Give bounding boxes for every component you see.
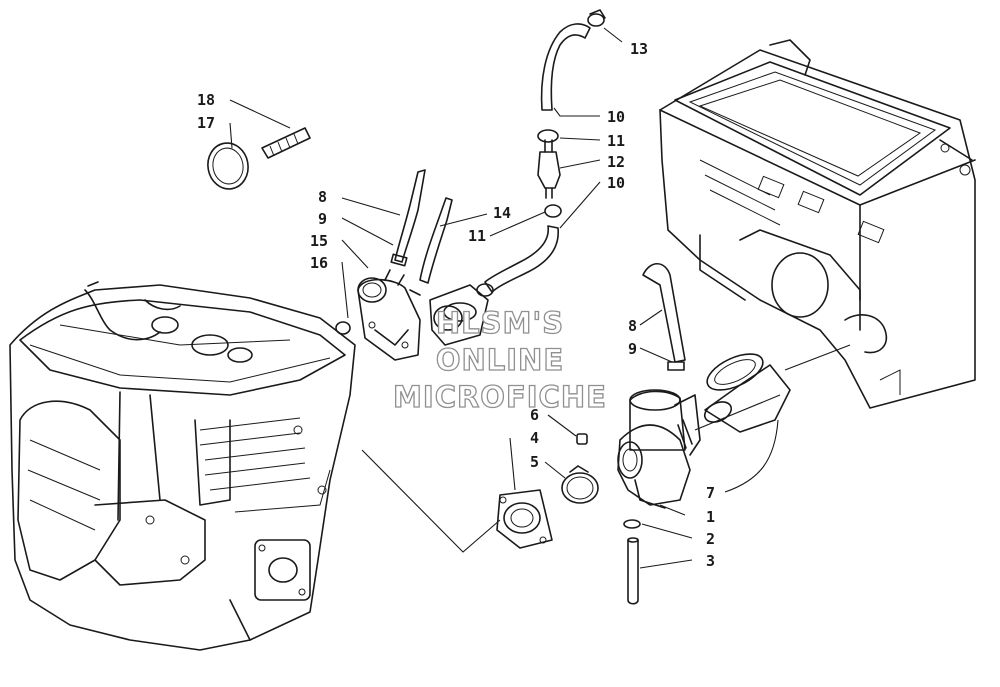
pump-cover [429, 284, 489, 346]
leader-2 [641, 523, 693, 539]
callout-5: 5 [530, 453, 539, 471]
watermark-line-3: MICROFICHE [392, 379, 607, 414]
air-box-assembly [659, 39, 976, 409]
callout-2: 2 [706, 530, 715, 548]
threaded-stud [261, 127, 311, 159]
leader-8b [639, 309, 663, 326]
leader-16 [341, 261, 349, 319]
watermark-line-1: HLSM'S [435, 305, 565, 340]
leader-11b [489, 211, 546, 237]
leader-13 [603, 27, 623, 43]
clamp-9-left [390, 253, 408, 267]
callout-1: 1 [706, 508, 715, 526]
leader-17 [229, 122, 233, 149]
callout-10b: 10 [607, 174, 625, 192]
carburetor [617, 389, 701, 509]
mount-reference-line [361, 449, 501, 553]
leader-8a [341, 197, 401, 216]
drain-hose [627, 537, 639, 605]
callout-16: 16 [310, 254, 328, 272]
callout-8b: 8 [628, 317, 637, 335]
watermark-line-2: ONLINE [435, 342, 565, 377]
callout-18: 18 [197, 91, 215, 109]
callout-10a: 10 [607, 108, 625, 126]
leader-11a [559, 137, 601, 141]
vent-hose-14 [419, 197, 453, 284]
intake-flange [496, 489, 553, 549]
leader-9b [639, 347, 673, 363]
callout-11a: 11 [607, 132, 625, 150]
intake-boot [703, 344, 851, 433]
callout-9a: 9 [318, 210, 327, 228]
leader-5 [544, 461, 566, 479]
fitting [576, 433, 588, 445]
callout-4: 4 [530, 429, 539, 447]
engine-assembly [9, 281, 356, 651]
callout-13: 13 [630, 40, 648, 58]
hose-clamp [561, 465, 599, 504]
callout-9b: 9 [628, 340, 637, 358]
callout-11b: 11 [468, 227, 486, 245]
callout-6: 6 [530, 406, 539, 424]
callout-17: 17 [197, 114, 215, 132]
vent-hose [642, 262, 686, 371]
fuel-hose-8 [394, 169, 426, 263]
fuel-line [476, 9, 606, 297]
leader-9a [341, 217, 394, 246]
ring-clip [207, 142, 249, 190]
leader-10b [559, 181, 601, 229]
washer [623, 519, 641, 529]
leader-7 [724, 419, 779, 493]
fuel-pump [335, 269, 421, 361]
leader-14 [439, 213, 488, 227]
callout-3: 3 [706, 552, 715, 570]
callout-15: 15 [310, 232, 328, 250]
callout-12: 12 [607, 153, 625, 171]
leader-6 [547, 414, 577, 437]
callout-14: 14 [493, 204, 511, 222]
carb-to-boot-line [694, 394, 781, 431]
leader-1 [659, 504, 686, 516]
leader-12 [559, 159, 601, 169]
leader-3 [639, 559, 693, 569]
callout-8a: 8 [318, 188, 327, 206]
leader-15 [341, 239, 369, 269]
leader-4 [509, 437, 516, 491]
leader-10a [553, 107, 600, 117]
callout-7: 7 [706, 484, 715, 502]
leader-18 [229, 99, 291, 129]
